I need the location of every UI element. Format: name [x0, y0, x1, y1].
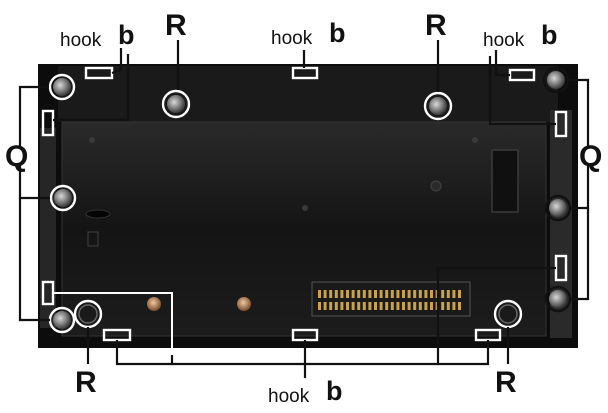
- connector-pin: [390, 302, 394, 310]
- connector-pin: [413, 290, 417, 298]
- connector-pin: [458, 302, 461, 310]
- screw-r-bottom-right: [493, 299, 523, 329]
- screw-q-top-right: [542, 66, 570, 94]
- connector-pin: [385, 302, 389, 310]
- connector-pin: [329, 302, 333, 310]
- connector-pin: [396, 290, 400, 298]
- left-edge-strip: [40, 128, 56, 328]
- device-inner-plate: [61, 121, 547, 337]
- plate-rivet: [147, 297, 161, 311]
- connector-pin: [407, 290, 411, 298]
- connector-pin: [334, 302, 338, 310]
- connector-pin: [458, 290, 461, 298]
- connector-pin: [323, 302, 327, 310]
- plate-rivet: [89, 137, 95, 143]
- device-photo: [38, 64, 578, 348]
- connector-pin: [441, 290, 445, 298]
- screw-r-bottom-left: [73, 299, 103, 329]
- plate-rivet: [302, 205, 308, 211]
- plate-rivet: [430, 180, 442, 192]
- hook-label-word: hook: [271, 28, 313, 49]
- connector-pin: [340, 290, 344, 298]
- screw-q-label: Q: [5, 140, 28, 173]
- connector-pin: [402, 302, 405, 310]
- connector-pin: [368, 302, 372, 310]
- hook-box: [41, 109, 55, 137]
- connector-pin: [374, 302, 377, 310]
- connector-pin: [446, 302, 450, 310]
- connector-pin: [374, 290, 377, 298]
- connector-pin: [318, 290, 321, 298]
- connector-pin: [357, 302, 361, 310]
- hook-label-letter: b: [118, 20, 135, 50]
- connector-pin: [362, 290, 366, 298]
- connector-pin: [396, 302, 400, 310]
- connector-pin: [441, 302, 445, 310]
- connector-pin: [318, 302, 321, 310]
- connector-pin: [452, 290, 456, 298]
- screw-q-mid-right: [544, 194, 572, 222]
- hook-label-word: hook: [483, 30, 525, 51]
- leader-lines: [18, 40, 590, 378]
- hook-label-letter: b: [326, 376, 343, 406]
- screw-r-label: R: [425, 9, 447, 42]
- connector-pin: [379, 302, 383, 310]
- hook-label-word: hook: [60, 30, 102, 51]
- connector-pin: [379, 290, 383, 298]
- connector-pin: [430, 290, 433, 298]
- device-top-frame: [58, 66, 558, 122]
- connector-pin: [407, 302, 411, 310]
- connector-pin: [323, 290, 327, 298]
- connector-pin: [446, 290, 450, 298]
- connector-pin: [390, 290, 394, 298]
- screw-r-label: R: [495, 366, 517, 399]
- connector-pin: [402, 290, 405, 298]
- screw-q-bottom-left: [48, 306, 76, 334]
- hook-label-letter: b: [541, 20, 558, 50]
- screw-q-label: Q: [579, 140, 602, 173]
- screw-q-bottom-right: [544, 285, 572, 313]
- connector-pin: [430, 302, 433, 310]
- connector-pin: [362, 302, 366, 310]
- screw-r-top-right: [423, 91, 453, 121]
- connector-pin: [346, 302, 349, 310]
- connector-pin: [424, 302, 428, 310]
- connector-pin: [418, 290, 422, 298]
- connector-pin: [329, 290, 333, 298]
- screw-r-label: R: [165, 9, 187, 42]
- connector-pin: [368, 290, 372, 298]
- board-connector: [311, 281, 471, 317]
- connector-pin: [413, 302, 417, 310]
- left-small-slot: [87, 231, 99, 247]
- hook-label-letter: b: [329, 18, 346, 48]
- connector-pin: [424, 290, 428, 298]
- connector-pin: [418, 302, 422, 310]
- right-slot-bracket: [491, 149, 519, 213]
- connector-pin: [351, 290, 355, 298]
- screw-q-top-left: [48, 73, 76, 101]
- screw-r-label: R: [75, 366, 97, 399]
- screw-q-mid-left: [49, 184, 77, 212]
- connector-pin: [346, 290, 349, 298]
- connector-pin: [452, 302, 456, 310]
- left-side-notch: [85, 209, 111, 219]
- hook-label-word: hook: [268, 386, 310, 407]
- connector-pin: [340, 302, 344, 310]
- screw-r-top-left: [161, 89, 191, 119]
- plate-rivet: [472, 137, 478, 143]
- plate-rivet: [237, 297, 251, 311]
- connector-pin: [357, 290, 361, 298]
- connector-pin: [385, 290, 389, 298]
- connector-pin: [351, 302, 355, 310]
- connector-pins: [318, 290, 461, 310]
- connector-pin: [334, 290, 338, 298]
